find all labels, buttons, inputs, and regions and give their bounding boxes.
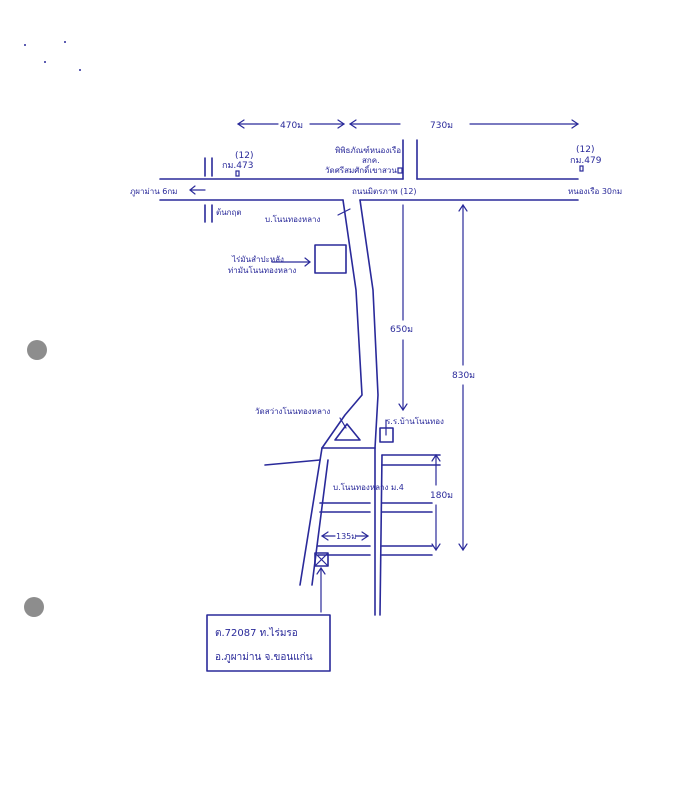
top-distance-arrows: [236, 119, 580, 129]
highway-road: [159, 139, 584, 223]
temple-top-label-2: สกค.: [362, 156, 380, 165]
temple-top-label-3: วัดศรีสมศักดิ์เขาสวน: [325, 164, 397, 175]
stray-marks: [24, 41, 81, 71]
address-line-1: ต.72087 ท.ไร่มรอ: [215, 627, 298, 639]
distance-135-arrow: [320, 531, 370, 541]
highway-road-name: ถนนมิตรภาพ (12): [352, 187, 417, 196]
distance-label-730: 730ม: [430, 121, 453, 131]
left-highway-code: (12): [235, 151, 253, 161]
distance-label-830: 830ม: [452, 371, 475, 381]
right-direction-label: หนองเรือ 30กม: [568, 187, 622, 196]
right-km-marker: กม.479: [570, 156, 602, 166]
binder-hole-top: [27, 340, 47, 360]
temple-bottom-label: วัดสว่างโนนทองหลาง: [255, 406, 330, 416]
left-bottom-label: ต้นกฤต: [216, 208, 242, 217]
distance-label-135: 135ม: [336, 532, 357, 541]
left-km-marker: กม.473: [222, 161, 253, 171]
field-sign-label: ไร่มันสำปะหลัง: [231, 255, 284, 264]
village-moo-label: บ.โนนทองหลาง ม.4: [333, 482, 404, 492]
temple-triangle: [334, 417, 361, 441]
temple-top-label: พิพิธภัณฑ์หนองเรือ: [335, 145, 401, 155]
school-label: ร.ร.บ้านโนนทอง: [386, 416, 444, 426]
destination-marker: [314, 552, 329, 613]
left-direction-label: ภูผาม่าน 6กม: [130, 187, 177, 197]
address-line-2: อ.ภูผาม่าน จ.ขอนแก่น: [215, 652, 313, 663]
village-grid-roads: [264, 447, 441, 616]
right-highway-code: (12): [576, 145, 594, 155]
village-entrance-label: บ.โนนทองหลาง: [265, 214, 321, 224]
school-marker: [379, 419, 394, 443]
distance-180-arrow: [431, 453, 441, 552]
field-box: [271, 244, 347, 274]
field-sign-label-2: ท่ามันโนนทองหลาง: [228, 265, 296, 275]
binder-hole-bottom: [24, 597, 44, 617]
distance-830-arrow: [458, 203, 468, 552]
distance-label-650: 650ม: [390, 325, 413, 335]
distance-label-180: 180ม: [430, 491, 453, 501]
village-road: [321, 199, 379, 449]
distance-label-470: 470ม: [280, 121, 303, 131]
distance-650-arrow: [398, 204, 408, 412]
address-box: [206, 614, 331, 672]
